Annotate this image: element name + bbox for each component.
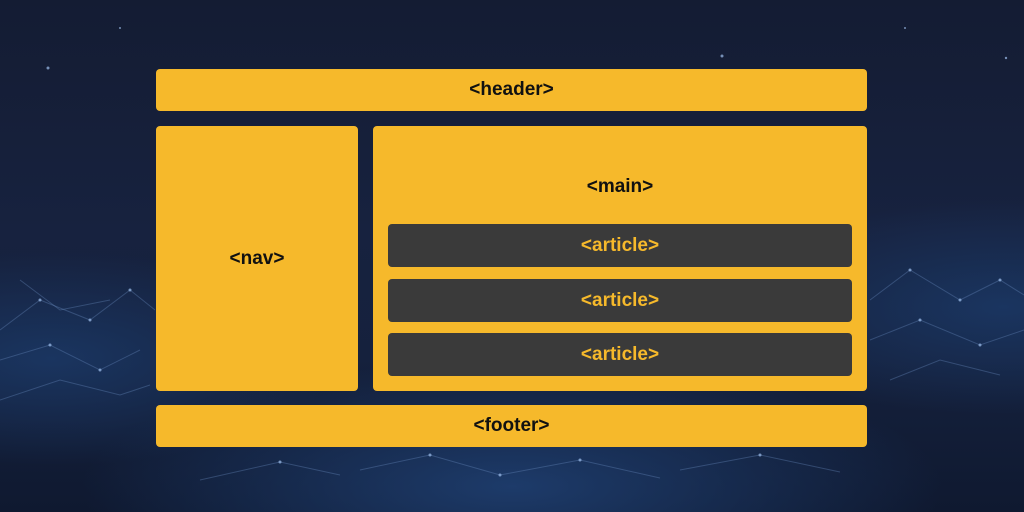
article-label: <article> <box>580 234 660 256</box>
article-block-1: <article> <box>388 224 852 267</box>
article-label: <article> <box>580 343 660 365</box>
nav-label: <nav> <box>229 247 285 269</box>
footer-label: <footer> <box>473 415 550 436</box>
article-block-2: <article> <box>388 279 852 322</box>
article-label: <article> <box>580 289 660 311</box>
footer-block: <footer> <box>156 405 867 447</box>
header-label: <header> <box>469 79 554 100</box>
main-label: <main> <box>586 176 654 197</box>
nav-block: <nav> <box>156 126 358 391</box>
article-block-3: <article> <box>388 333 852 376</box>
header-block: <header> <box>156 69 867 111</box>
